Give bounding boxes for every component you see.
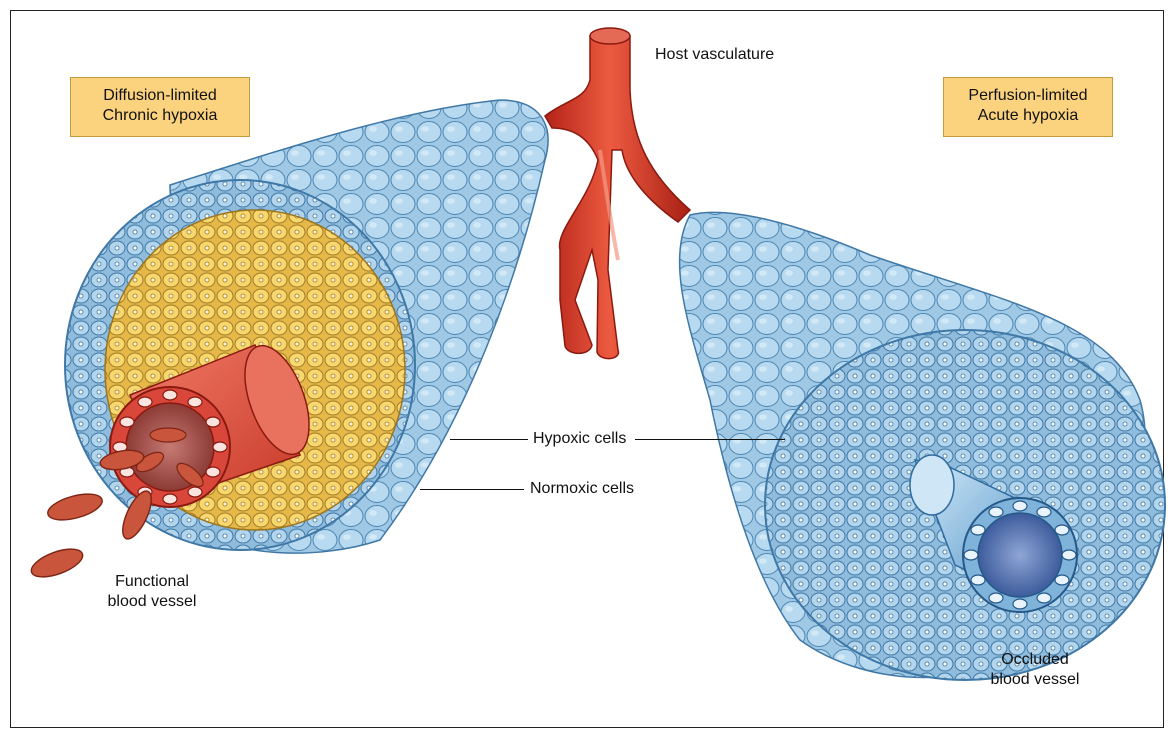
functional-label-line1: Functional	[92, 572, 212, 592]
right-box-line2: Acute hypoxia	[944, 106, 1112, 126]
normoxic-cells-label: Normoxic cells	[530, 479, 634, 499]
functional-vessel-label: Functional blood vessel	[92, 572, 212, 612]
left-box-line1: Diffusion-limited	[71, 86, 249, 106]
occluded-label-line2: blood vessel	[975, 670, 1095, 690]
hypoxic-cells-label: Hypoxic cells	[533, 429, 626, 449]
normoxic-leader	[420, 489, 524, 490]
right-box-line1: Perfusion-limited	[944, 86, 1112, 106]
hypoxic-right-leader	[635, 439, 785, 440]
host-vasculature-vessel	[545, 28, 690, 359]
occluded-vessel-label: Occluded blood vessel	[975, 650, 1095, 690]
functional-label-line2: blood vessel	[92, 592, 212, 612]
host-vasculature-label: Host vasculature	[655, 45, 774, 65]
left-label-box: Diffusion-limited Chronic hypoxia	[70, 77, 250, 137]
left-box-line2: Chronic hypoxia	[71, 106, 249, 126]
occluded-label-line1: Occluded	[975, 650, 1095, 670]
right-tumor-cone	[680, 212, 1165, 680]
hypoxic-left-leader	[450, 439, 528, 440]
right-label-box: Perfusion-limited Acute hypoxia	[943, 77, 1113, 137]
